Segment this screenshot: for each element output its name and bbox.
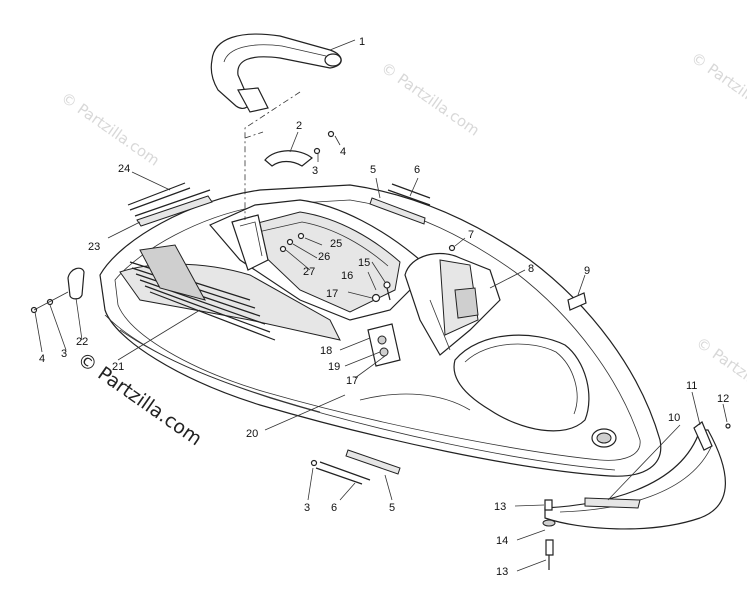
callout-3: 3 <box>304 502 310 514</box>
callout-5: 5 <box>370 164 376 176</box>
rail-fasteners <box>542 499 556 570</box>
callout-17: 17 <box>346 375 358 387</box>
callout-12: 12 <box>717 393 729 405</box>
callout-27: 27 <box>303 266 315 278</box>
callout-2: 2 <box>296 120 302 132</box>
washer-icon <box>313 147 321 155</box>
decal-strips-left <box>127 182 213 227</box>
callout-19: 19 <box>328 361 340 373</box>
callout-20: 20 <box>246 428 258 440</box>
callout-9: 9 <box>584 265 590 277</box>
rear-deck-well <box>453 334 617 448</box>
watermark: © Partzilla.com <box>58 89 163 170</box>
callout-25: 25 <box>330 238 342 250</box>
callout-labels: 1 2 3 4 24 23 5 6 7 8 9 25 26 27 15 16 1… <box>39 36 729 578</box>
callout-21: 21 <box>112 361 124 373</box>
rear-bumper-rail <box>544 421 731 530</box>
callout-4: 4 <box>39 353 45 365</box>
watermark: © Partzilla.com <box>688 49 747 130</box>
watermark: © Partzilla.com <box>378 59 483 140</box>
grab-handle <box>210 33 342 113</box>
storage-hatch <box>209 199 421 321</box>
callout-26: 26 <box>318 251 330 263</box>
left-bumper <box>30 267 85 314</box>
callout-3: 3 <box>312 165 318 177</box>
leader-lines <box>34 39 728 572</box>
callout-13: 13 <box>496 566 508 578</box>
decal-strips-right <box>369 183 431 225</box>
callout-10: 10 <box>668 412 680 424</box>
callout-14: 14 <box>496 535 508 547</box>
callout-17: 17 <box>326 288 338 300</box>
callout-4: 4 <box>340 146 346 158</box>
callout-6: 6 <box>331 502 337 514</box>
bow-bracket <box>231 214 269 271</box>
callout-3: 3 <box>61 348 67 360</box>
steering-pedestal <box>404 252 501 356</box>
callout-15: 15 <box>358 257 370 269</box>
callout-13: 13 <box>494 501 506 513</box>
callout-22: 22 <box>76 336 88 348</box>
part-2-pad <box>264 150 313 167</box>
part-9-plate <box>567 292 587 311</box>
callout-1: 1 <box>359 36 365 48</box>
callout-11: 11 <box>686 380 697 392</box>
screw-icon <box>327 130 335 138</box>
callout-5: 5 <box>389 502 395 514</box>
deck-hardware <box>279 232 456 367</box>
callout-23: 23 <box>88 241 100 253</box>
decal-strips-lower <box>310 449 401 485</box>
callout-18: 18 <box>320 345 332 357</box>
callout-16: 16 <box>341 270 353 282</box>
callout-24: 24 <box>118 163 130 175</box>
callout-6: 6 <box>414 164 420 176</box>
callout-7: 7 <box>468 229 474 241</box>
callout-8: 8 <box>528 263 534 275</box>
